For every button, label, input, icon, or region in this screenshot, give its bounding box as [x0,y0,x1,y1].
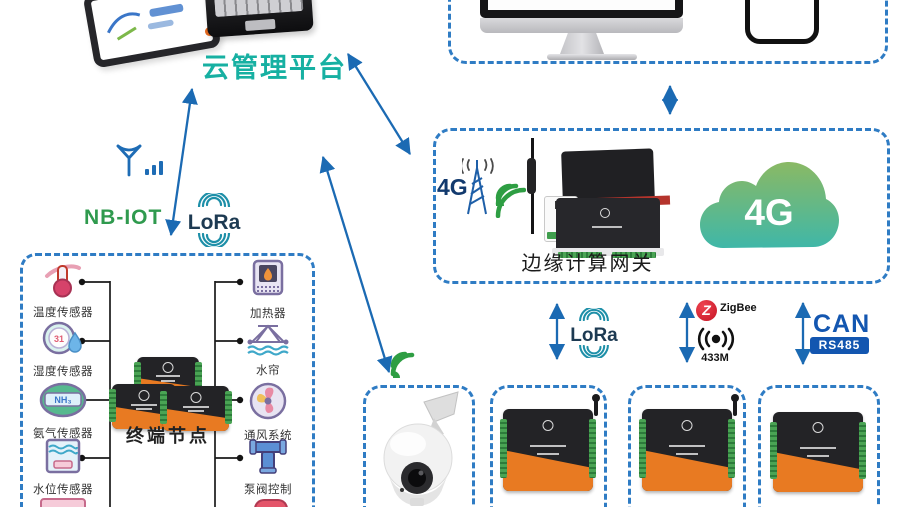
cell-tower-icon [462,158,526,218]
edge-gateway-box [433,128,890,284]
terminal-node-box [20,253,315,507]
cloud-icon [700,162,839,248]
laptop [204,0,314,38]
radio-wave-433-icon [697,327,735,351]
ptz-camera-icon [383,391,459,506]
sensor-ammonia: NH₃ 氨气传感器 [27,381,99,441]
rs485-badge: RS485 [810,337,869,354]
svg-text:NH₃: NH₃ [54,395,71,405]
terminal-block [612,252,656,258]
sensor-partial-icon [40,498,86,507]
node-device [160,386,232,431]
monitor-screen [488,0,675,10]
433m-label: 433M [701,352,729,364]
iot-gateway-node [639,409,735,491]
edge-gateway-device-front [556,198,660,252]
thermometer-icon [45,264,81,298]
lora-arcs-top [197,190,231,209]
node-box-1 [490,385,607,507]
node-antenna [592,394,600,416]
water-curtain-icon [247,324,289,356]
laptop-trackpad [244,18,276,31]
sensor-humidity: 31 湿度传感器 [27,319,99,379]
node-antenna [731,394,739,416]
monitor-base [547,54,637,60]
lora-logo-bottom: LoRa [558,306,630,363]
client-devices-box [448,0,888,64]
tablet [82,0,222,69]
lora-logo: LoRa [178,190,250,252]
pump-valve-icon [249,439,287,474]
svg-text:31: 31 [54,334,64,344]
lora-label: LoRa [187,211,241,234]
monitor-chin [480,18,683,33]
lora-arcs-top [579,306,609,323]
lora-arcs-bottom [579,343,609,360]
gateway-logo [600,208,610,218]
desktop-monitor-icon [480,0,683,18]
heater-icon [252,259,284,296]
actuator-pump-valve: 泵阀控制 [232,437,304,497]
iot-gateway-node [770,412,866,492]
laptop-keyboard [213,0,304,18]
antenna-signal-icon [116,144,163,177]
ventilation-fan-icon [249,382,287,420]
sensor-water-level: 水位传感器 [27,437,99,497]
cloud-platform-title: 云管理平台 [202,53,347,83]
monitor-stand [560,33,604,54]
iot-gateway-node [500,409,596,491]
ammonia-sensor-icon: NH₃ [39,382,87,418]
actuator-water-curtain: 水帘 [232,320,304,378]
gateway-antenna-coil [527,158,536,194]
lora-arcs-bottom [197,231,231,250]
sensor-temperature: 温度传感器 [27,260,99,320]
actuator-partial-icon [254,499,288,507]
cloud-4g-label: 4G [744,192,794,233]
humidity-gauge-icon: 31 [42,321,82,355]
node-box-3 [758,385,880,507]
actuator-ventilation: 通风系统 [232,381,304,443]
edge-gateway-caption: 边缘计算网关 [521,253,654,275]
wifi-signal-icon [390,351,415,378]
terminal-node-caption: 终端节点 [126,426,210,446]
zigbee-label: ZigBee [720,302,757,314]
camera-box [363,385,475,507]
can-label: CAN [813,310,871,338]
nbiot-label: NB-IOT [84,206,163,229]
terminal-block [558,252,602,258]
water-level-icon [45,438,81,474]
edge-gateway-baseplate [552,248,664,256]
actuator-heater: 加热器 [232,259,304,321]
gateway-label-line [592,226,622,228]
zigbee-logo-icon: Z [696,300,717,321]
tower-4g-label: 4G [437,174,468,200]
tablet-screen-content [107,3,184,41]
lora-label: LoRa [570,325,618,346]
smartphone-icon [745,0,819,44]
node-box-2 [628,385,746,507]
